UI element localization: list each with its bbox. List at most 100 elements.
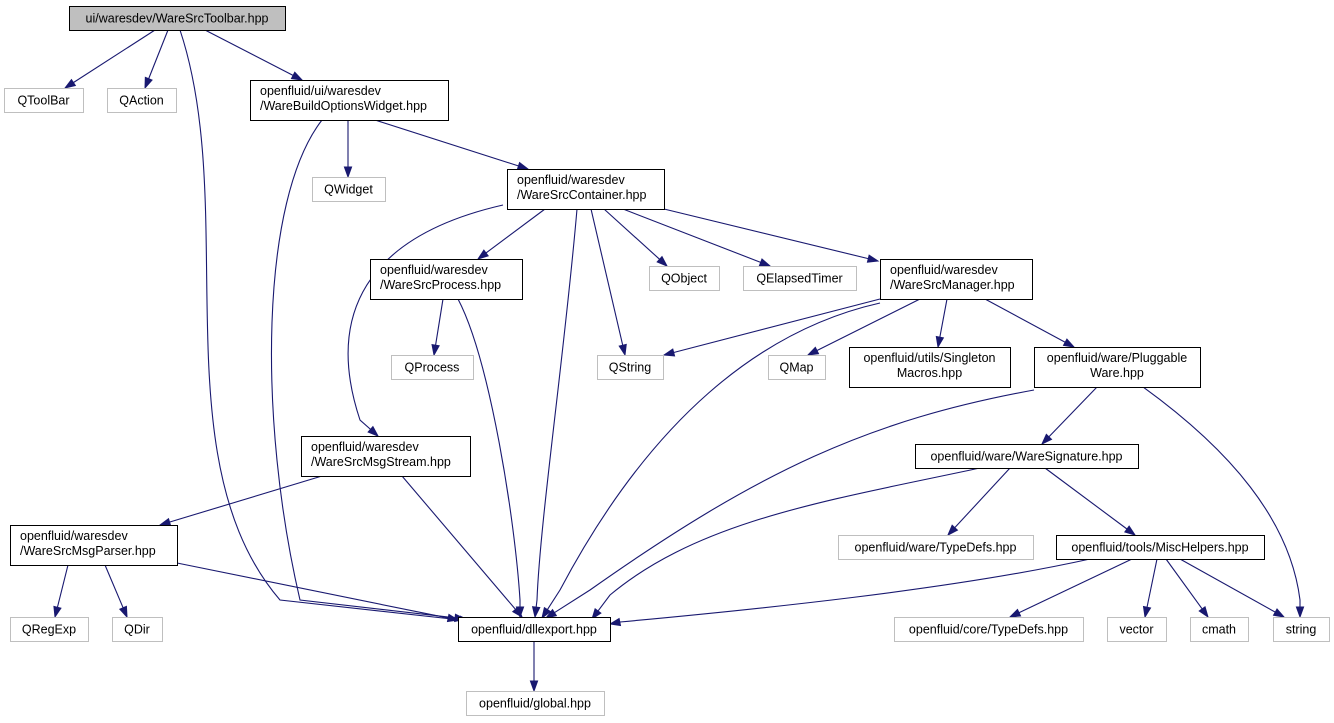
edge-line bbox=[984, 298, 1067, 344]
edge-line bbox=[168, 475, 323, 523]
node-box bbox=[1107, 617, 1167, 642]
edge-container-to-qstring bbox=[590, 208, 627, 357]
node-box bbox=[597, 355, 664, 380]
arrowhead bbox=[591, 608, 602, 621]
edge-line bbox=[104, 564, 124, 609]
node-label: QElapsedTimer bbox=[756, 272, 842, 286]
node-label: QObject bbox=[661, 272, 707, 286]
node-cmath: cmath bbox=[1190, 617, 1249, 642]
node-manager[interactable]: openfluid/waresdev/WareSrcManager.hpp bbox=[880, 259, 1033, 300]
node-mischelpers[interactable]: openfluid/tools/MiscHelpers.hpp bbox=[1056, 535, 1265, 560]
node-string: string bbox=[1273, 617, 1330, 642]
node-label: vector bbox=[1119, 623, 1153, 637]
arrowhead bbox=[656, 255, 669, 267]
node-label: QProcess bbox=[405, 361, 460, 375]
edge-mischelpers-to-dllexport bbox=[608, 558, 1091, 627]
edge-buildopts-to-container bbox=[374, 119, 530, 170]
node-box bbox=[507, 169, 665, 210]
node-label: openfluid/waresdev bbox=[380, 263, 488, 277]
node-label: openfluid/waresdev bbox=[890, 263, 998, 277]
edge-line bbox=[204, 29, 295, 77]
node-box bbox=[250, 80, 449, 121]
node-process[interactable]: openfluid/waresdev/WareSrcProcess.hpp bbox=[370, 259, 523, 300]
node-coretypedefs: openfluid/core/TypeDefs.hpp bbox=[894, 617, 1084, 642]
node-label: openfluid/ui/waresdev bbox=[260, 84, 382, 98]
edge-root-to-qaction bbox=[144, 29, 169, 90]
arrowhead bbox=[1272, 608, 1286, 618]
node-root[interactable]: ui/waresdev/WareSrcToolbar.hpp bbox=[69, 6, 286, 31]
arrowhead bbox=[290, 71, 304, 81]
node-box bbox=[1190, 617, 1249, 642]
node-label: string bbox=[1286, 623, 1317, 637]
node-label: /WareSrcProcess.hpp bbox=[380, 278, 501, 292]
edge-container-to-qobject bbox=[603, 208, 669, 267]
node-qdir: QDir bbox=[112, 617, 163, 642]
node-label: /WareSrcManager.hpp bbox=[890, 278, 1015, 292]
edge-mischelpers-to-cmath bbox=[1165, 558, 1209, 619]
arrowhead bbox=[866, 254, 880, 263]
node-msgstream[interactable]: openfluid/waresdev/WareSrcMsgStream.hpp bbox=[301, 436, 471, 477]
node-label: QMap bbox=[779, 361, 813, 375]
edge-line bbox=[672, 298, 881, 354]
arrowhead bbox=[53, 605, 62, 619]
node-label: /WareBuildOptionsWidget.hpp bbox=[260, 99, 427, 113]
edge-line bbox=[622, 208, 762, 264]
arrowhead bbox=[1008, 608, 1022, 618]
node-box bbox=[466, 691, 605, 716]
node-label: QToolBar bbox=[17, 94, 69, 108]
edge-line bbox=[1044, 467, 1129, 531]
arrowhead bbox=[1295, 606, 1305, 619]
edge-line bbox=[553, 389, 1035, 614]
node-label: Ware.hpp bbox=[1090, 366, 1144, 380]
arrowhead bbox=[1142, 605, 1152, 619]
arrowhead bbox=[935, 335, 945, 349]
edge-manager-to-dllexport bbox=[541, 302, 881, 620]
node-qaction: QAction bbox=[107, 88, 177, 113]
node-label: openfluid/dllexport.hpp bbox=[471, 623, 597, 637]
node-dllexport[interactable]: openfluid/dllexport.hpp bbox=[458, 617, 611, 642]
node-msgparser[interactable]: openfluid/waresdev/WareSrcMsgParser.hpp bbox=[10, 525, 178, 566]
arrowhead bbox=[608, 617, 622, 627]
edge-manager-to-qmap bbox=[806, 298, 921, 356]
arrowhead bbox=[118, 605, 128, 619]
node-label: QDir bbox=[124, 623, 150, 637]
edge-line bbox=[270, 119, 457, 619]
edge-manager-to-singleton bbox=[935, 298, 948, 349]
node-box bbox=[69, 6, 286, 31]
arrowhead bbox=[144, 76, 153, 90]
edge-msgstream-to-msgparser bbox=[158, 475, 323, 527]
node-box bbox=[370, 259, 523, 300]
node-qprocess: QProcess bbox=[391, 355, 474, 380]
arrowhead bbox=[1040, 433, 1053, 446]
edge-line bbox=[618, 558, 1091, 623]
node-vector: vector bbox=[1107, 617, 1167, 642]
edge-signature-to-waretypedefs bbox=[946, 467, 1011, 537]
node-box bbox=[107, 88, 177, 113]
node-qelapsed: QElapsedTimer bbox=[743, 266, 857, 291]
node-box bbox=[1273, 617, 1330, 642]
node-container[interactable]: openfluid/waresdev/WareSrcContainer.hpp bbox=[507, 169, 665, 210]
arrowhead bbox=[63, 78, 77, 89]
edge-line bbox=[939, 298, 948, 339]
edge-pluggable-to-signature bbox=[1040, 386, 1098, 446]
edge-mischelpers-to-vector bbox=[1142, 558, 1158, 619]
edge-manager-to-qstring bbox=[662, 298, 881, 357]
edge-line bbox=[72, 29, 156, 84]
node-label: QRegExp bbox=[22, 623, 76, 637]
edge-line bbox=[590, 208, 624, 347]
node-buildopts[interactable]: openfluid/ui/waresdev/WareBuildOptionsWi… bbox=[250, 80, 449, 121]
edge-line bbox=[347, 204, 504, 431]
edge-msgparser-to-qregexp bbox=[53, 564, 69, 619]
edge-line bbox=[953, 467, 1011, 529]
node-label: openfluid/ware/Pluggable bbox=[1047, 351, 1187, 365]
arrowhead bbox=[476, 249, 489, 260]
edge-container-to-dllexport bbox=[531, 208, 578, 619]
node-label: /WareSrcMsgStream.hpp bbox=[311, 455, 451, 469]
arrowhead bbox=[541, 606, 552, 620]
node-signature[interactable]: openfluid/ware/WareSignature.hpp bbox=[915, 444, 1139, 469]
arrowhead bbox=[662, 348, 676, 357]
edge-line bbox=[484, 208, 546, 255]
